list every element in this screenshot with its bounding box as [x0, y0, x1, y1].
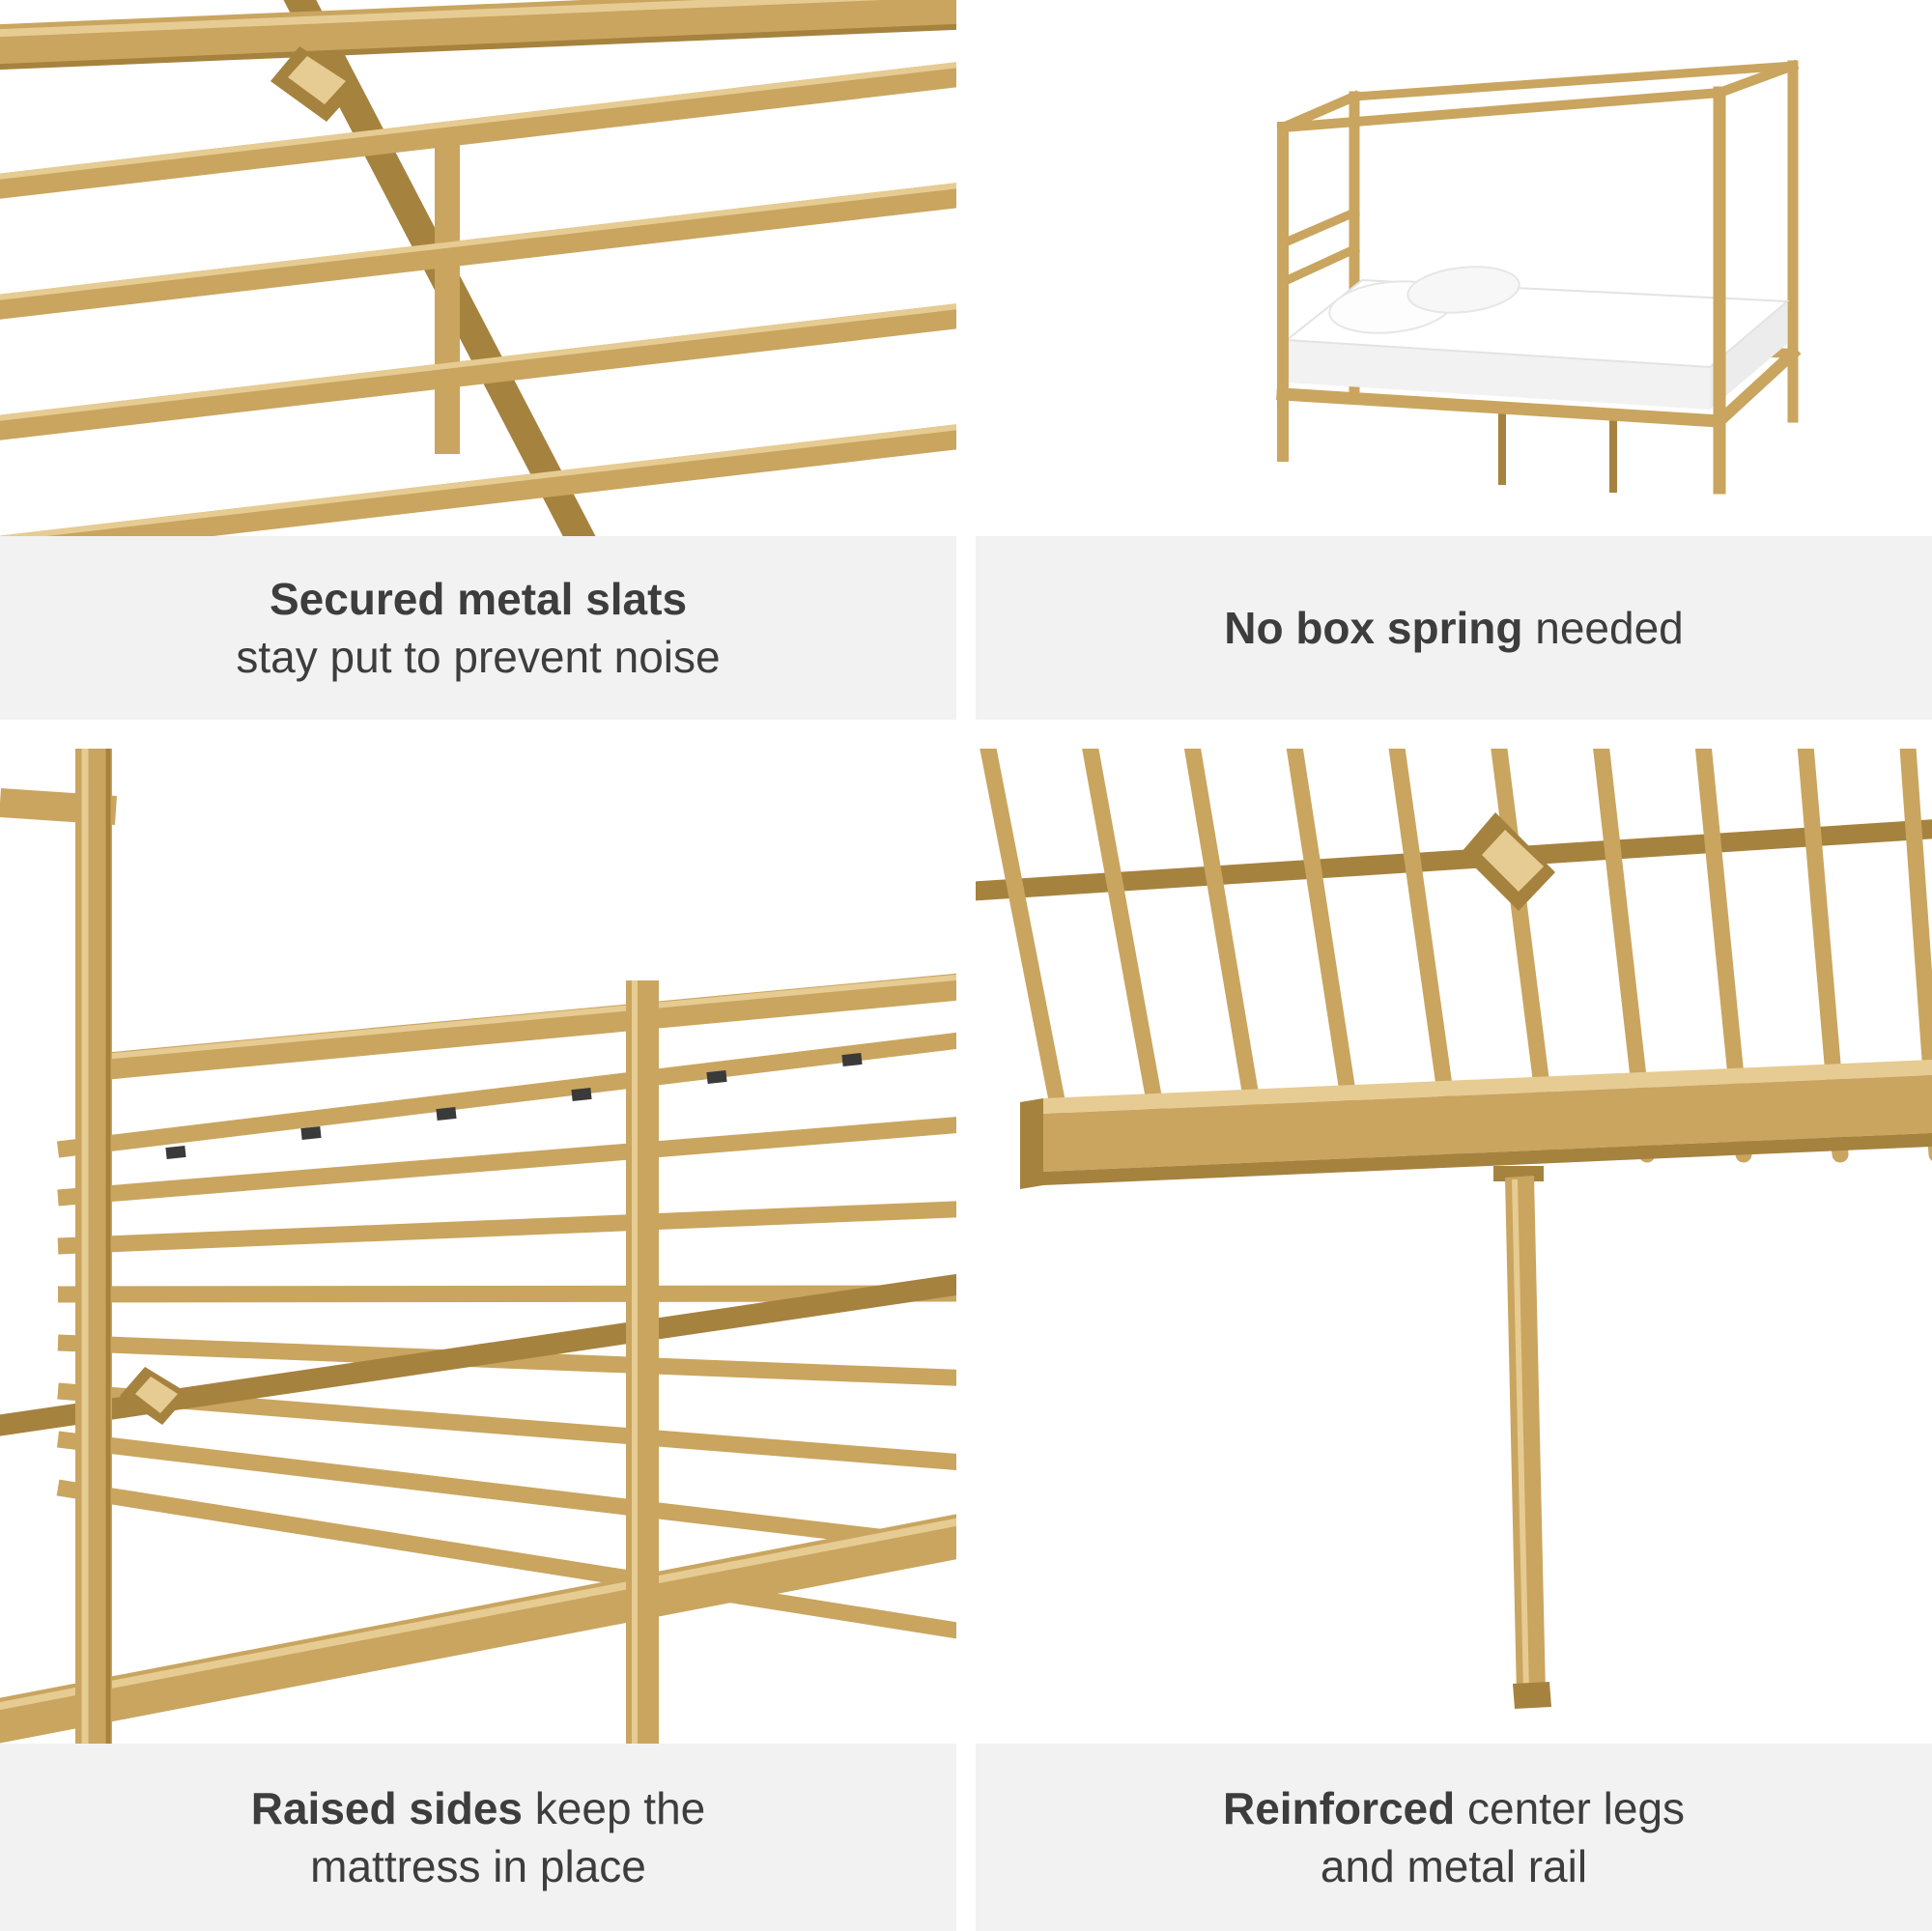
caption-line: and metal rail	[1320, 1841, 1588, 1891]
frame-corner-image	[0, 749, 956, 1744]
caption-line: No box spring needed	[1224, 603, 1684, 653]
feature-panel-secured-slats: Secured metal slats stay put to prevent …	[0, 0, 956, 720]
side-rail	[1020, 1060, 1932, 1189]
frame-corner-photo	[0, 749, 956, 1744]
caption-secured-slats: Secured metal slats stay put to prevent …	[0, 536, 956, 720]
caption-reinforced: Reinforced center legs and metal rail	[976, 1744, 1932, 1931]
securing-clip	[270, 46, 359, 122]
feature-panel-raised-sides: Raised sides keep the mattress in place	[0, 749, 956, 1931]
securing-clip	[120, 1367, 189, 1425]
caption-line: Raised sides keep the	[250, 1783, 706, 1833]
securing-clip	[1461, 812, 1555, 911]
caption-line: mattress in place	[310, 1841, 646, 1891]
canopy-bed-photo	[976, 0, 1932, 536]
mattress	[1284, 278, 1790, 410]
caption-no-box-spring: No box spring needed	[976, 536, 1932, 720]
center-leg	[1505, 1176, 1551, 1709]
secured-slats-photo	[0, 0, 956, 536]
metal-slats	[0, 62, 956, 536]
metal-slats	[56, 1032, 956, 1639]
feature-panel-no-box-spring: No box spring needed	[976, 0, 1932, 720]
right-post	[626, 980, 659, 1744]
slats-closeup-image	[0, 0, 956, 536]
canopy-bed-image	[1276, 59, 1802, 495]
support-post	[435, 135, 460, 454]
caption-raised-sides: Raised sides keep the mattress in place	[0, 1744, 956, 1931]
feature-panel-reinforced: Reinforced center legs and metal rail	[976, 749, 1932, 1931]
slat-clips	[165, 1052, 863, 1160]
left-post	[75, 749, 112, 1744]
center-leg-image	[976, 749, 1932, 1709]
pillows	[1328, 266, 1520, 334]
caption-line: Reinforced center legs	[1222, 1783, 1686, 1833]
bed-frame-front	[1276, 86, 1802, 495]
caption-line: Secured metal slats	[269, 574, 688, 624]
center-leg-photo	[976, 749, 1932, 1744]
caption-line: stay put to prevent noise	[236, 632, 721, 682]
